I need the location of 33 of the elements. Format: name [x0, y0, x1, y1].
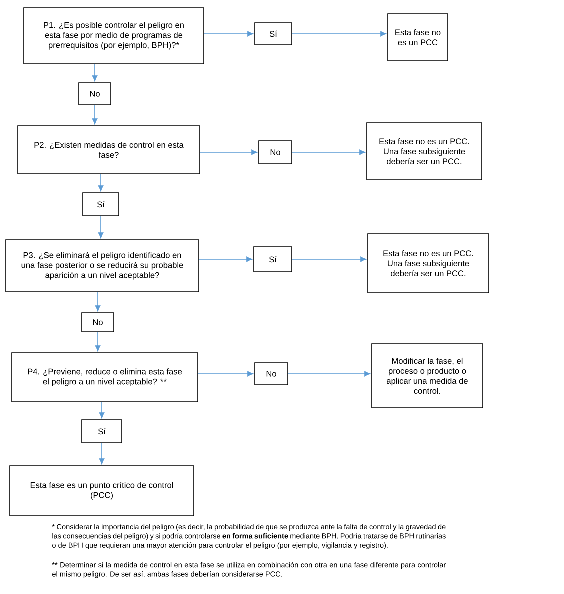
answer-box: Sí — [82, 192, 120, 216]
arrow — [199, 256, 253, 262]
result-box: Esta fase no es un PCC — [388, 14, 448, 62]
result-box: Esta fase no es un PCC. Una fase subsiguiente debería ser un PCC. — [368, 234, 490, 294]
result-box: Esta fase no es un PCC. Una fase subsiguiente debería ser un PCC. — [366, 122, 482, 180]
arrow — [95, 292, 101, 312]
question-box: P2. ¿Existen medidas de control en esta fase? — [18, 126, 200, 174]
arrow — [98, 174, 104, 192]
arrow — [98, 216, 104, 239]
arrow — [204, 31, 254, 37]
answer-box: No — [78, 82, 112, 106]
arrow — [292, 256, 367, 262]
answer-box: No — [254, 362, 288, 386]
arrow — [95, 332, 101, 352]
question-box: P4. ¿Previene, reduce o elimina esta fase el peligro a un nivel aceptable? ** — [12, 352, 198, 402]
answer-box: No — [258, 140, 292, 164]
arrow — [198, 371, 254, 377]
arrow — [99, 443, 105, 465]
arrow — [99, 402, 105, 419]
arrow — [292, 150, 366, 156]
result-box: Esta fase es un punto crítico de control (PCC) — [10, 466, 194, 516]
arrow — [92, 64, 98, 82]
answer-box: Sí — [82, 420, 122, 444]
arrow — [200, 150, 258, 156]
answer-box: Sí — [254, 246, 292, 272]
answer-box: Sí — [254, 22, 292, 46]
answer-box: No — [82, 312, 114, 332]
arrow — [292, 31, 387, 37]
question-box: P1. ¿Es posible controlar el peligro en esta fase por medio de programas de prerrequisitos (por ejemplo, BPH)?* — [24, 8, 204, 64]
question-box: P3. ¿Se eliminará el peligro identificado en una fase posterior o se reducirá su probable aparición a un nivel aceptable? — [6, 240, 200, 292]
arrow — [92, 105, 98, 125]
arrow — [288, 371, 371, 377]
result-box: Modificar la fase, el proceso o producto o aplicar una medida de control. — [372, 344, 484, 408]
